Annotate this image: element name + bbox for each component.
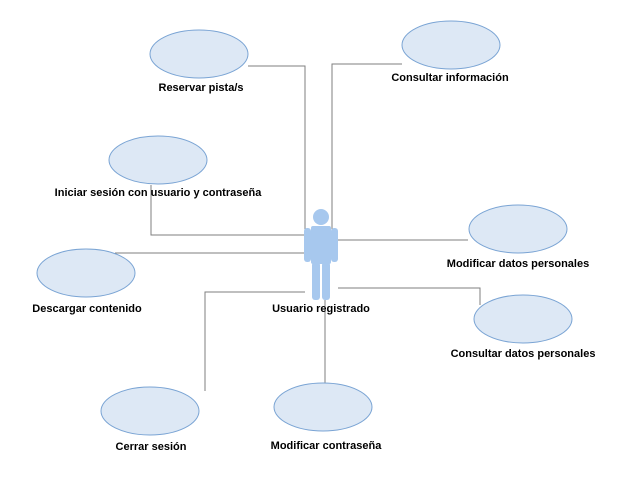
- use-case-iniciar-sesion: [108, 135, 208, 185]
- label-actor: Usuario registrado: [272, 303, 370, 315]
- use-case-cerrar-sesion: [100, 386, 200, 436]
- use-case-reservar: [149, 29, 249, 79]
- actor-left-leg: [312, 262, 320, 300]
- actor-head: [313, 209, 329, 225]
- actor-left-arm: [304, 228, 311, 262]
- label-modificar-pass: Modificar contraseña: [270, 440, 382, 452]
- connector-cerrar-sesion: [204, 291, 305, 391]
- label-iniciar-sesion: Iniciar sesión con usuario y contraseña: [54, 187, 262, 199]
- actor-right-arm: [331, 228, 338, 262]
- connector-reservar: [248, 65, 306, 230]
- use-case-consultar-datos: [473, 294, 573, 344]
- actor-icon: [304, 209, 338, 300]
- use-case-descargar: [36, 248, 136, 298]
- connector-iniciar-sesion: [150, 185, 305, 236]
- actor-right-leg: [322, 262, 330, 300]
- actor-torso: [311, 226, 331, 264]
- label-modificar-datos: Modificar datos personales: [446, 258, 590, 270]
- connector-consultar-info: [331, 63, 402, 230]
- label-descargar: Descargar contenido: [32, 303, 142, 315]
- label-reservar: Reservar pista/s: [158, 82, 244, 94]
- use-case-modificar-pass: [273, 382, 373, 432]
- connectors: [115, 63, 481, 391]
- connector-consultar-datos: [338, 287, 481, 305]
- use-case-consultar-info: [401, 20, 501, 70]
- label-consultar-info: Consultar información: [391, 72, 509, 84]
- label-consultar-datos: Consultar datos personales: [450, 348, 596, 360]
- label-cerrar-sesion: Cerrar sesión: [115, 441, 187, 453]
- use-case-ellipses: [36, 20, 573, 436]
- use-case-modificar-datos: [468, 204, 568, 254]
